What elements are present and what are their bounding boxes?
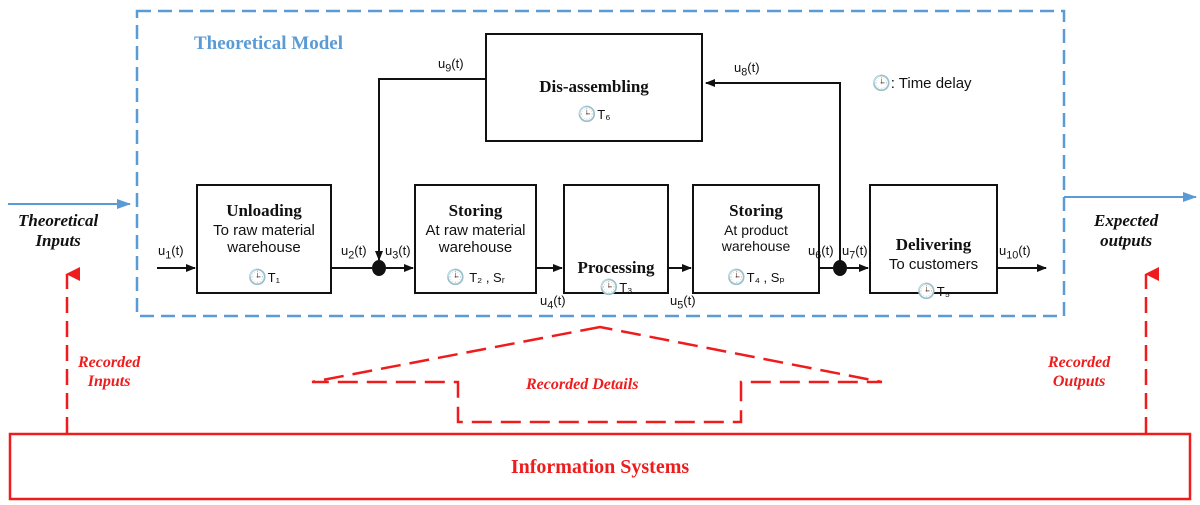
recorded-inputs-label: Recorded Inputs <box>78 354 141 391</box>
clock-icon: 🕒 <box>247 269 267 286</box>
expected-outputs-label: Expected outputs <box>1094 211 1159 251</box>
storing-raw-box <box>414 184 537 294</box>
disassembling-title: Dis-assembling <box>539 77 649 96</box>
storing-product-delay-value: T₄ , Sₚ <box>746 270 785 285</box>
delivering-title: Delivering <box>895 235 972 254</box>
theoretical-inputs-label: Theoretical Inputs <box>18 211 99 251</box>
unloading-delay: 🕒T₁ <box>197 269 331 287</box>
delivering-delay: 🕒T₅ <box>870 283 997 301</box>
storing-product-box <box>692 184 820 294</box>
signal-u4: u4(t) <box>540 293 566 312</box>
recorded-details-outline <box>311 325 883 424</box>
information-systems-box <box>8 432 1192 501</box>
storing-raw-delay: 🕒 T₂ , Sᵣ <box>415 269 536 287</box>
disassembling-delay-value: T₆ <box>597 107 611 122</box>
processing-delay: 🕒T₃ <box>564 279 668 297</box>
junction-node-1 <box>372 260 386 276</box>
theoretical-model-frame <box>135 9 1066 318</box>
legend-label: : Time delay <box>890 75 972 92</box>
recorded-details-label: Recorded Details <box>526 376 639 393</box>
signal-u1: u1(t) <box>158 243 184 262</box>
clock-icon: 🕒 <box>872 75 891 92</box>
junction-node-2 <box>833 260 847 276</box>
signal-u3: u3(t) <box>385 243 411 262</box>
processing-delay-value: T₃ <box>619 280 633 295</box>
clock-icon: 🕒 <box>917 283 936 300</box>
clock-icon: 🕒 <box>446 269 465 286</box>
delivering-box <box>869 184 998 294</box>
storing-raw-title: Storing <box>448 201 503 220</box>
processing-box <box>563 184 669 294</box>
signal-u8: u8(t) <box>734 60 760 79</box>
storing-raw-subtitle: At raw material warehouse <box>425 222 526 257</box>
unloading-box <box>196 184 332 294</box>
clock-icon: 🕒 <box>599 279 619 296</box>
signal-u10: u10(t) <box>999 243 1031 262</box>
disassembling-delay: 🕒T₆ <box>486 106 702 124</box>
u9-feedback-arrow <box>375 78 486 261</box>
signal-u6: u6(t) <box>808 243 834 262</box>
disassembling-box <box>485 33 703 142</box>
processing-title: Processing <box>577 258 655 277</box>
storing-raw-delay-value: T₂ , Sᵣ <box>469 270 505 285</box>
clock-icon: 🕒 <box>577 106 597 123</box>
unloading-title: Unloading <box>226 201 302 220</box>
signal-u5: u5(t) <box>670 293 696 312</box>
recorded-outputs-label: Recorded Outputs <box>1048 354 1111 391</box>
storing-product-subtitle: At product warehouse <box>721 222 791 255</box>
storing-product-delay: 🕒T₄ , Sₚ <box>693 269 819 287</box>
delivering-subtitle: To customers <box>888 256 979 273</box>
unloading-subtitle: To raw material warehouse <box>213 222 315 257</box>
u8-feedback-arrow <box>705 79 841 262</box>
signal-u9: u9(t) <box>438 56 464 75</box>
delivering-delay-value: T₅ <box>936 284 950 299</box>
storing-product-title: Storing <box>729 201 783 220</box>
signal-u2: u2(t) <box>341 243 367 262</box>
unloading-delay-value: T₁ <box>267 270 280 285</box>
clock-icon: 🕒 <box>726 269 746 286</box>
time-delay-legend: 🕒: Time delay <box>872 75 972 93</box>
model-title: Theoretical Model <box>194 33 343 54</box>
information-systems-label: Information Systems <box>510 456 690 478</box>
signal-u7: u7(t) <box>842 243 868 262</box>
